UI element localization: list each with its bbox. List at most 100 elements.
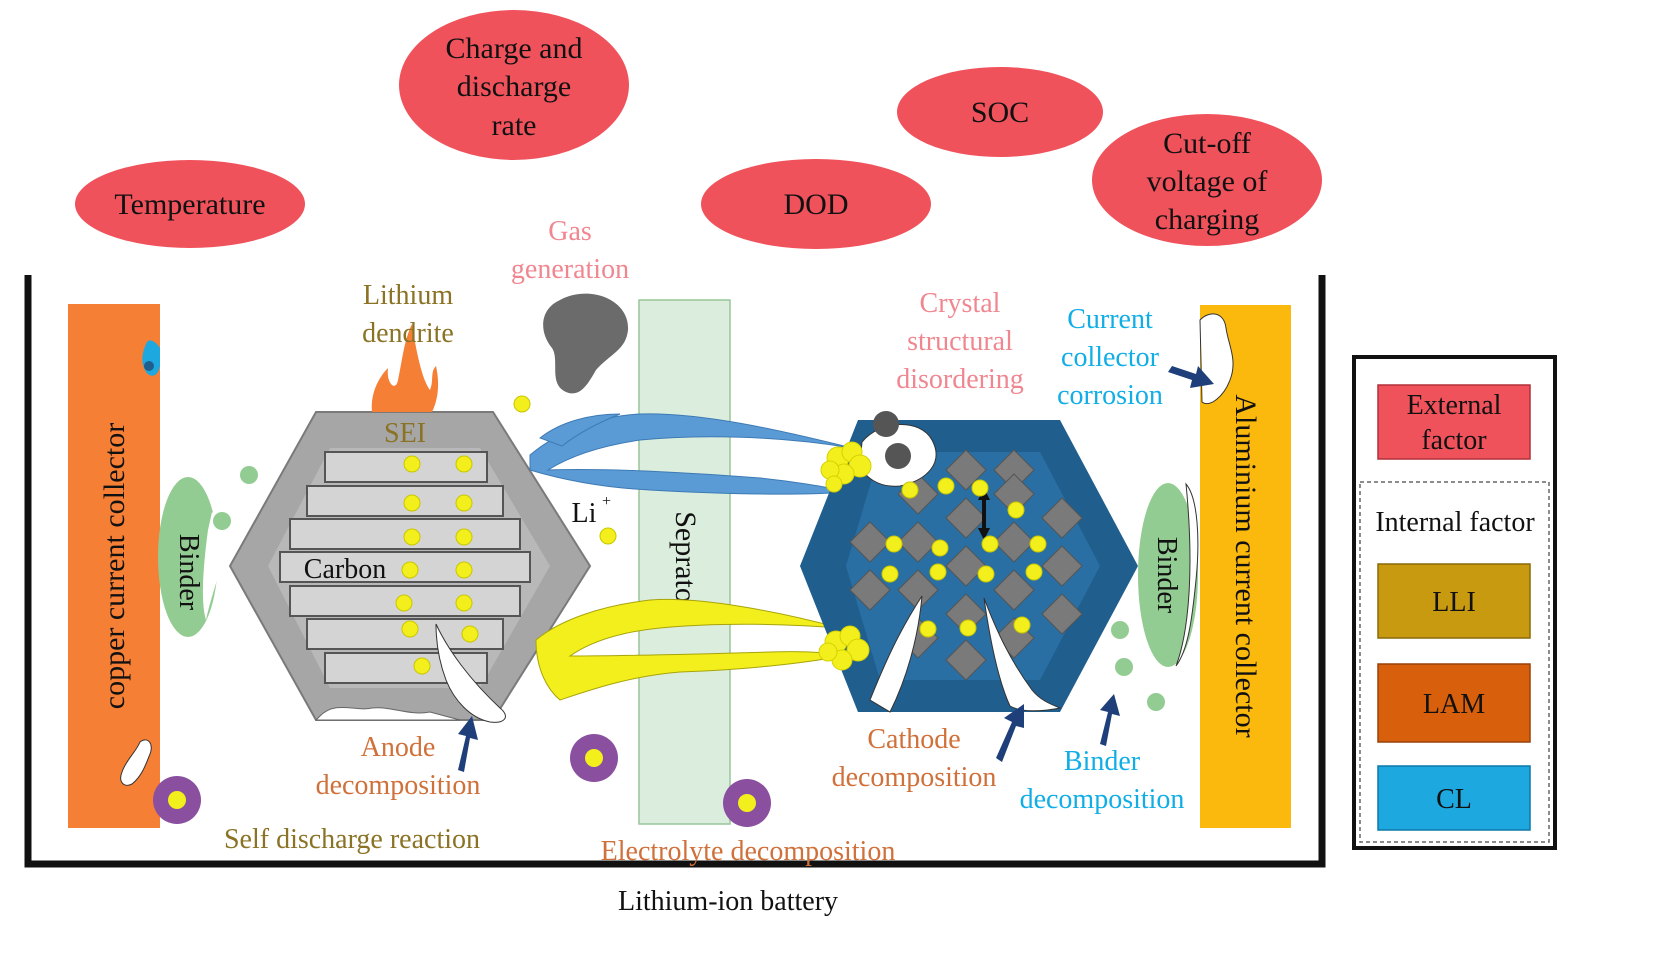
corrosion-arrow (1168, 366, 1214, 388)
electrolyte-particle-2 (723, 779, 771, 827)
li-ion-label: Li + (572, 493, 611, 529)
svg-text:+: + (602, 493, 611, 510)
legend-lam: LAM (1377, 663, 1531, 743)
svg-text:Binder: Binder (1064, 746, 1141, 777)
lattice-cell (897, 521, 939, 563)
lattice-cell (1041, 497, 1083, 539)
lithium-ion-dot (401, 620, 419, 638)
self-discharge-particle (153, 776, 201, 824)
svg-text:collector: collector (1061, 342, 1160, 373)
svg-text:LAM: LAM (1423, 689, 1485, 720)
lithium-ion-dot (881, 565, 899, 583)
binder-decomposition-label: Binder decomposition (1020, 746, 1185, 815)
lattice-cell (945, 639, 987, 681)
legend-cl: CL (1377, 765, 1531, 831)
lattice-cell (849, 569, 891, 611)
lattice-cell (849, 521, 891, 563)
lithium-ion-dot (599, 527, 617, 545)
lithium-ion-dot (403, 455, 421, 473)
lithium-ion-dot (1025, 563, 1043, 581)
external-factor-cutoff-voltage: Cut-off voltage of charging (1092, 114, 1322, 246)
cutoff-label-line3: charging (1155, 203, 1259, 236)
battery-caption: Lithium-ion battery (618, 886, 838, 917)
lithium-ion-dot (403, 528, 421, 546)
copper-current-collector: copper current collector (68, 304, 160, 828)
svg-text:corrosion: corrosion (1057, 380, 1163, 411)
svg-text:Anode: Anode (361, 732, 436, 763)
rate-label-line3: rate (492, 109, 537, 142)
crystal-disordering-label: Crystal structural disordering (896, 288, 1024, 395)
svg-text:disordering: disordering (896, 364, 1024, 395)
lithium-dendrite-label: Lithium dendrite (362, 280, 454, 349)
cathode-binder: Binder (1111, 482, 1199, 711)
lithium-ion-dot (455, 528, 473, 546)
lithium-ion-dot (513, 395, 531, 413)
collector-corrosion-label: Current collector corrosion (1057, 304, 1163, 411)
lithium-ion-dot (1013, 616, 1031, 634)
lithium-ions (395, 395, 1047, 675)
lattice-cell (1041, 593, 1083, 635)
anode-binder: Binder (158, 466, 258, 637)
cathode-arrow (996, 704, 1024, 762)
cathode-binder-label: Binder (1151, 537, 1182, 614)
separator-label: Seprator (669, 511, 702, 613)
svg-text:decomposition: decomposition (316, 770, 481, 801)
svg-text:Li: Li (572, 498, 597, 529)
gas-bubble (543, 293, 629, 394)
svg-text:decomposition: decomposition (832, 762, 997, 793)
anode-decomposition-label: Anode decomposition (316, 732, 481, 801)
legend: External factor Internal factor LLI LAM … (1352, 355, 1557, 850)
lithium-ion-dot (401, 561, 419, 579)
svg-text:Crystal: Crystal (920, 288, 1001, 319)
separator: Seprator (638, 299, 731, 825)
lithium-ion-dot (455, 455, 473, 473)
svg-text:CL: CL (1436, 784, 1472, 815)
lattice-cell (945, 545, 987, 587)
lithium-ion-dot (937, 477, 955, 495)
lattice-cell (993, 521, 1035, 563)
li-ion-stream-lower (535, 598, 843, 701)
lithium-ion-dot (395, 594, 413, 612)
cathode-surface-particles (818, 441, 872, 671)
copper-collector-label: copper current collector (98, 423, 131, 710)
lithium-ion-dot (455, 594, 473, 612)
lithium-ion-dot (977, 565, 995, 583)
svg-text:dendrite: dendrite (362, 318, 454, 349)
svg-text:Gas: Gas (548, 216, 592, 247)
svg-text:Lithium: Lithium (363, 280, 453, 311)
external-factor-dod: DOD (701, 159, 931, 249)
decomposition-arrows (458, 366, 1214, 772)
li-ion-stream-upper (529, 413, 853, 495)
electrolyte-decomposition-label: Electrolyte decomposition (601, 836, 896, 867)
lithium-ion-dot (931, 539, 949, 557)
lattice-cell (1041, 545, 1083, 587)
legend-internal-factor: Internal factor (1375, 507, 1535, 538)
anode-arrow (458, 716, 478, 772)
cutoff-label-line2: voltage of (1147, 165, 1268, 198)
svg-text:structural: structural (907, 326, 1013, 357)
cutoff-label-line1: Cut-off (1163, 127, 1251, 160)
lithium-ion-dot (929, 563, 947, 581)
rate-label-line1: Charge and (446, 32, 583, 65)
gas-generation-label: Gas generation (511, 216, 629, 285)
lithium-ion-dot (1029, 535, 1047, 553)
svg-text:factor: factor (1421, 425, 1487, 456)
dod-label: DOD (784, 188, 849, 221)
aluminium-current-collector: Aluminium current collector (1199, 305, 1291, 828)
lithium-ion-dot (959, 619, 977, 637)
battery-casing (24, 275, 1326, 868)
binder-arrow (1100, 694, 1120, 746)
lithium-ion-dot (403, 494, 421, 512)
lithium-ion-dot (1007, 501, 1025, 519)
soc-label: SOC (971, 96, 1029, 129)
svg-text:Cathode: Cathode (867, 724, 960, 755)
svg-text:decomposition: decomposition (1020, 784, 1185, 815)
lithium-ion-dot (901, 481, 919, 499)
rate-label-line2: discharge (457, 70, 571, 103)
self-discharge-label: Self discharge reaction (224, 824, 480, 855)
lithium-ion-dot (413, 657, 431, 675)
lithium-ion-dot (455, 494, 473, 512)
lithium-ion-dot (461, 625, 479, 643)
legend-external-factor: External factor (1377, 384, 1531, 460)
